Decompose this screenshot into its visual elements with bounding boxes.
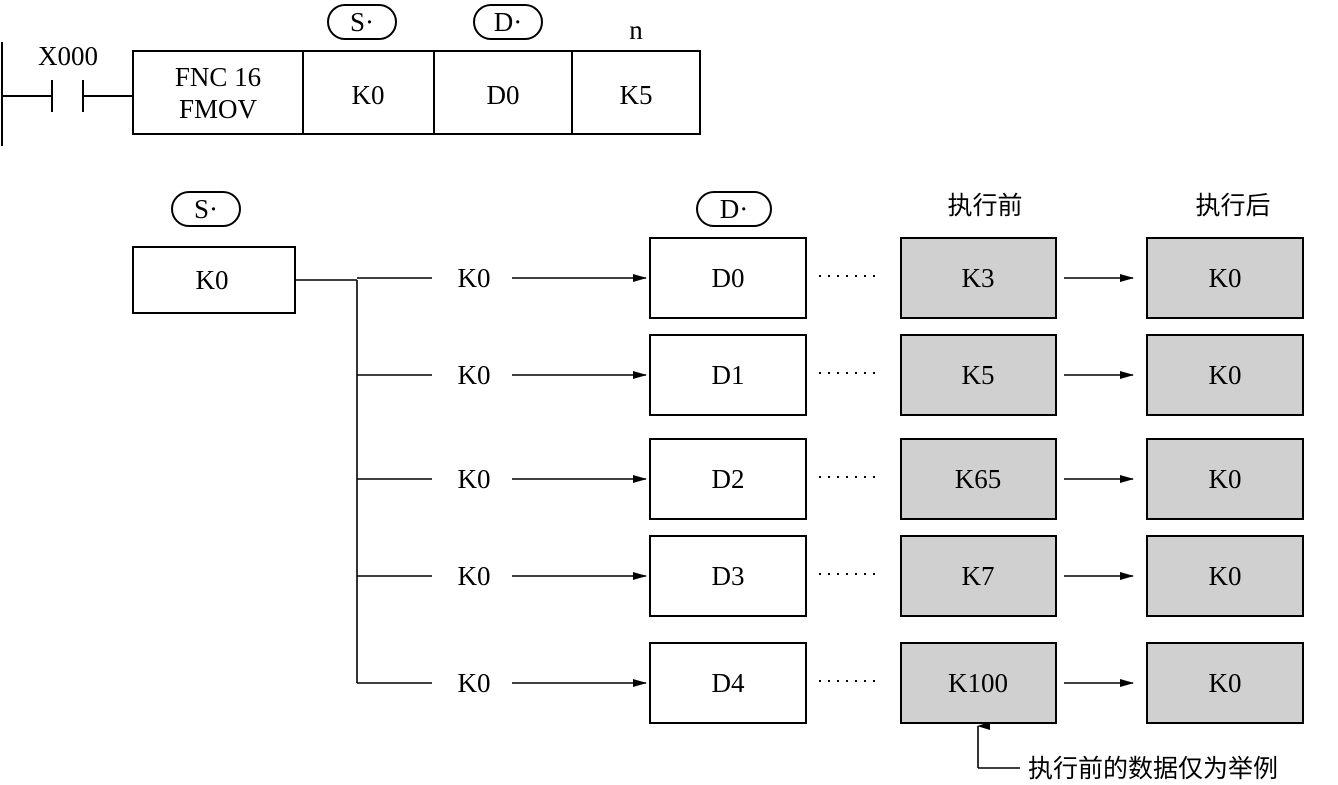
before-value: K100	[948, 668, 1008, 698]
register-name: D1	[712, 360, 745, 390]
after-value-box	[1146, 438, 1304, 520]
after-value: K0	[1209, 668, 1242, 698]
after-value-box	[1146, 642, 1304, 724]
before-value-box	[900, 334, 1057, 416]
moved-value: K0	[458, 668, 491, 698]
s-tag-oval	[327, 4, 397, 40]
source-operand: K0	[352, 80, 385, 110]
transfer-row: K0 D4 K100 K0	[357, 642, 1304, 724]
before-value-box	[900, 642, 1057, 724]
source-tag-oval	[171, 191, 241, 227]
ladder-rung: X000 FNC 16 FMOV K0 D0 K5 S· D· n	[1, 4, 701, 146]
after-value: K0	[1209, 263, 1242, 293]
register-box	[649, 334, 807, 416]
after-value-box	[1146, 334, 1304, 416]
after-value-box	[1146, 237, 1304, 319]
moved-value: K0	[458, 263, 491, 293]
register-box	[649, 642, 807, 724]
before-value: K65	[955, 464, 1002, 494]
before-value-box	[900, 237, 1057, 319]
transfer-row: K0 D3 K7 K0	[357, 535, 1304, 617]
instruction-code: FNC 16	[175, 62, 261, 92]
source-value: K0	[196, 265, 229, 295]
d-tag-oval	[473, 4, 543, 40]
after-value: K0	[1209, 464, 1242, 494]
register-box	[649, 237, 807, 319]
before-value-box	[900, 438, 1057, 520]
register-name: D0	[712, 263, 745, 293]
register-box	[649, 438, 807, 520]
instruction-box	[132, 50, 701, 135]
source-box	[132, 246, 296, 314]
transfer-row: K0 D0 K3 K0	[357, 237, 1304, 319]
moved-value: K0	[458, 464, 491, 494]
dest-operand: D0	[487, 80, 520, 110]
dest-tag-oval	[696, 191, 772, 227]
before-value-box	[900, 535, 1057, 617]
register-box	[649, 535, 807, 617]
count-operand: K5	[620, 80, 653, 110]
transfer-row: K0 D1 K5 K0	[357, 334, 1304, 416]
n-tag-label: n	[629, 15, 643, 45]
before-value: K7	[962, 561, 995, 591]
after-value: K0	[1209, 561, 1242, 591]
dest-tag-label: D·	[720, 194, 749, 224]
contact-label: X000	[38, 41, 98, 71]
d-tag-label: D·	[494, 7, 523, 37]
register-name: D3	[712, 561, 745, 591]
source-tag-label: S·	[194, 194, 218, 224]
transfer-row: K0 D2 K65 K0	[357, 438, 1304, 520]
after-value: K0	[1209, 360, 1242, 390]
instruction-mnemonic: FMOV	[179, 94, 258, 124]
after-header: 执行后	[1195, 191, 1270, 220]
s-tag-label: S·	[350, 7, 374, 37]
register-name: D4	[712, 668, 745, 698]
before-header: 执行前	[947, 191, 1022, 220]
footnote: 执行前的数据仅为举例	[1028, 754, 1278, 783]
register-name: D2	[712, 464, 745, 494]
after-value-box	[1146, 535, 1304, 617]
before-value: K5	[962, 360, 995, 390]
before-value: K3	[962, 263, 995, 293]
moved-value: K0	[458, 561, 491, 591]
moved-value: K0	[458, 360, 491, 390]
